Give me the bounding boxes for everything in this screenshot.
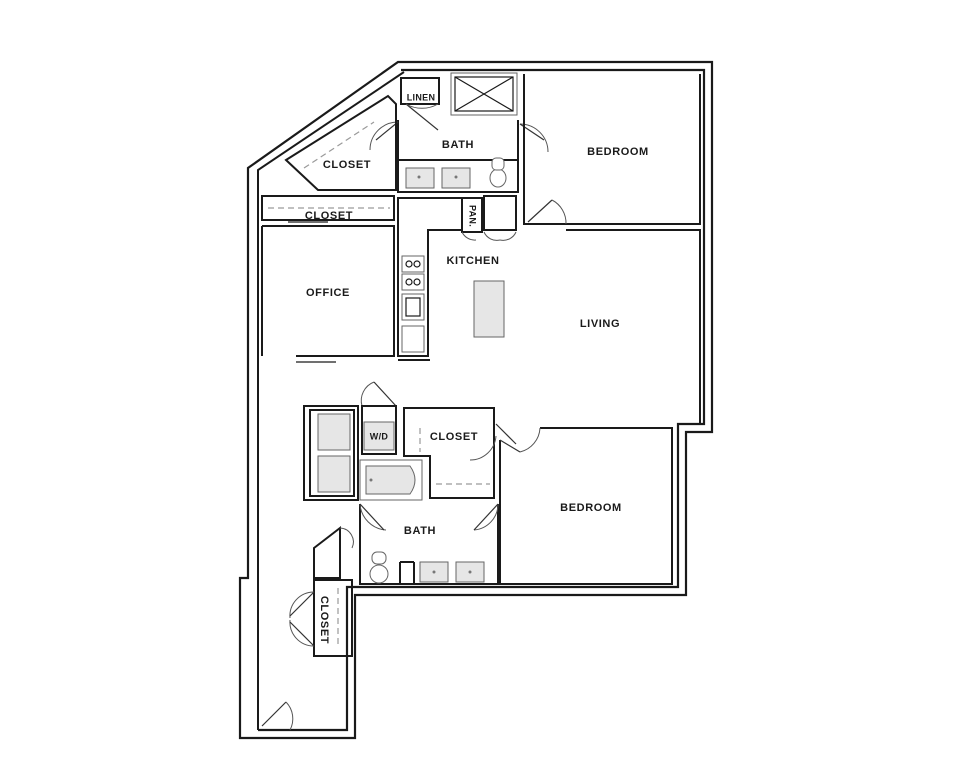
label-closet-office: CLOSET xyxy=(305,210,353,222)
label-closet-entry: CLOSET xyxy=(318,596,330,644)
office-closet xyxy=(261,195,395,223)
exterior-walls xyxy=(238,60,714,740)
bedroom-top-walls xyxy=(523,74,701,225)
label-kitchen: KITCHEN xyxy=(446,255,499,267)
label-bath-top: BATH xyxy=(442,139,474,151)
office-walls xyxy=(261,225,395,363)
label-office: OFFICE xyxy=(306,287,350,299)
label-closet-angled: CLOSET xyxy=(323,159,371,171)
entry-closet xyxy=(289,525,354,657)
label-bedroom-bottom: BEDROOM xyxy=(560,502,622,514)
bath-top-area xyxy=(369,72,549,193)
label-linen: LINEN xyxy=(407,92,436,102)
bath-bottom-area xyxy=(359,503,499,585)
laundry-block xyxy=(303,381,397,501)
bath-tub xyxy=(359,459,423,501)
label-living: LIVING xyxy=(580,318,620,330)
label-bedroom-top: BEDROOM xyxy=(587,146,649,158)
bedroom-bottom-walls xyxy=(499,427,673,585)
label-closet-mid: CLOSET xyxy=(430,431,478,443)
label-bath-bottom: BATH xyxy=(404,525,436,537)
closet-angled xyxy=(284,94,397,191)
living-walls xyxy=(398,229,701,424)
kitchen-counters xyxy=(397,195,517,357)
label-wd: W/D xyxy=(370,431,389,441)
label-pantry: PAN. xyxy=(468,205,478,227)
closet-mid xyxy=(403,407,517,499)
entry-door xyxy=(261,701,294,731)
